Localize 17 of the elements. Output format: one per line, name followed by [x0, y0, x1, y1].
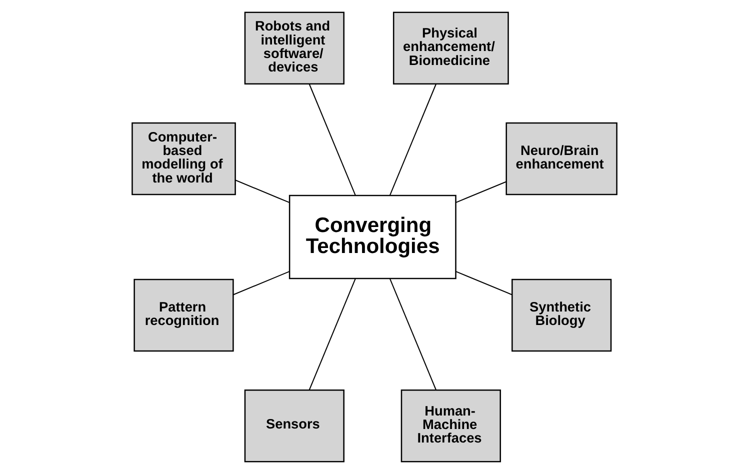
connector: [308, 84, 356, 196]
connector: [456, 181, 506, 204]
connector: [456, 270, 512, 296]
node-box: Human-Machine Interfaces: [400, 390, 501, 462]
connector: [308, 278, 356, 390]
node-box: Converging Technologies: [288, 194, 456, 280]
node-box: Sensors: [244, 390, 344, 462]
node-box: Physical enhancement/ Biomedicine: [392, 12, 509, 84]
node-box: Robots and intelligent software/ devices: [244, 12, 344, 84]
connector: [235, 180, 290, 204]
node-box: Pattern recognition: [134, 278, 234, 352]
connector: [233, 270, 290, 296]
node-box: Computer-based modelling of the world: [132, 122, 236, 196]
node-box: Synthetic Biology: [512, 278, 612, 352]
connector: [390, 278, 437, 390]
connector: [390, 84, 437, 196]
node-box: Neuro/Brain enhancement: [506, 122, 618, 196]
